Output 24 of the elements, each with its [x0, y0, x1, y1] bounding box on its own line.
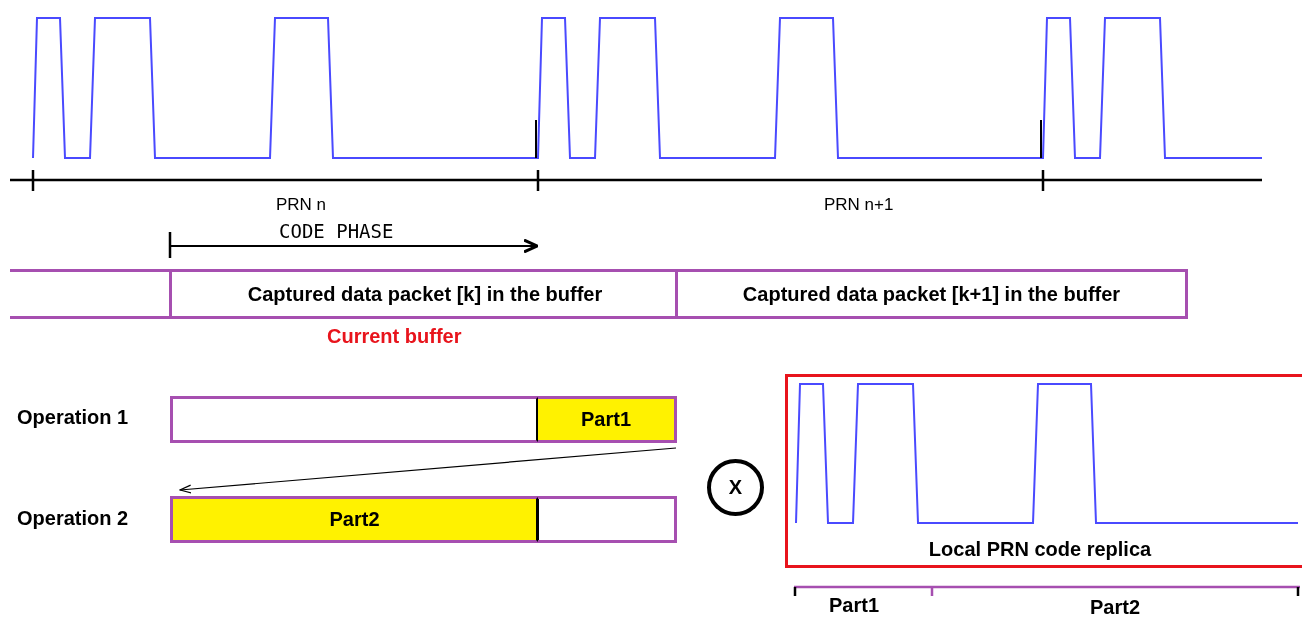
- period-label: PRN n: [276, 195, 327, 215]
- buffer-segment: [169, 269, 678, 319]
- packet-label: Captured data packet [k+1] in the buffer: [742, 282, 1121, 306]
- replica-frame: [785, 374, 1302, 568]
- row-label: Operation 2: [17, 507, 129, 530]
- replica-label: Local PRN code replica: [928, 538, 1152, 561]
- period-label: PRN n+1: [824, 195, 894, 215]
- highlighted-segment: [538, 396, 677, 443]
- part-label: Part1: [581, 408, 631, 431]
- buffer-segment: [675, 269, 1188, 319]
- code-phase-label: CODE PHASE: [279, 220, 394, 242]
- highlighted-segment: [170, 496, 539, 543]
- packet-label: Captured data packet [k] in the buffer: [247, 282, 603, 306]
- buffer-segment: [170, 396, 539, 443]
- part-label: Part1: [829, 594, 880, 617]
- multiply-sign: X: [728, 476, 743, 499]
- row-label: Operation 1: [17, 406, 129, 429]
- arrow: [179, 447, 677, 494]
- buffer-caption: Current buffer: [327, 325, 462, 348]
- part-label: Part2: [1090, 596, 1141, 618]
- buffer-segment: [538, 496, 677, 543]
- multiply-circle: [707, 459, 764, 516]
- part-label: Part2: [329, 508, 380, 531]
- buffer-segment: [10, 269, 171, 319]
